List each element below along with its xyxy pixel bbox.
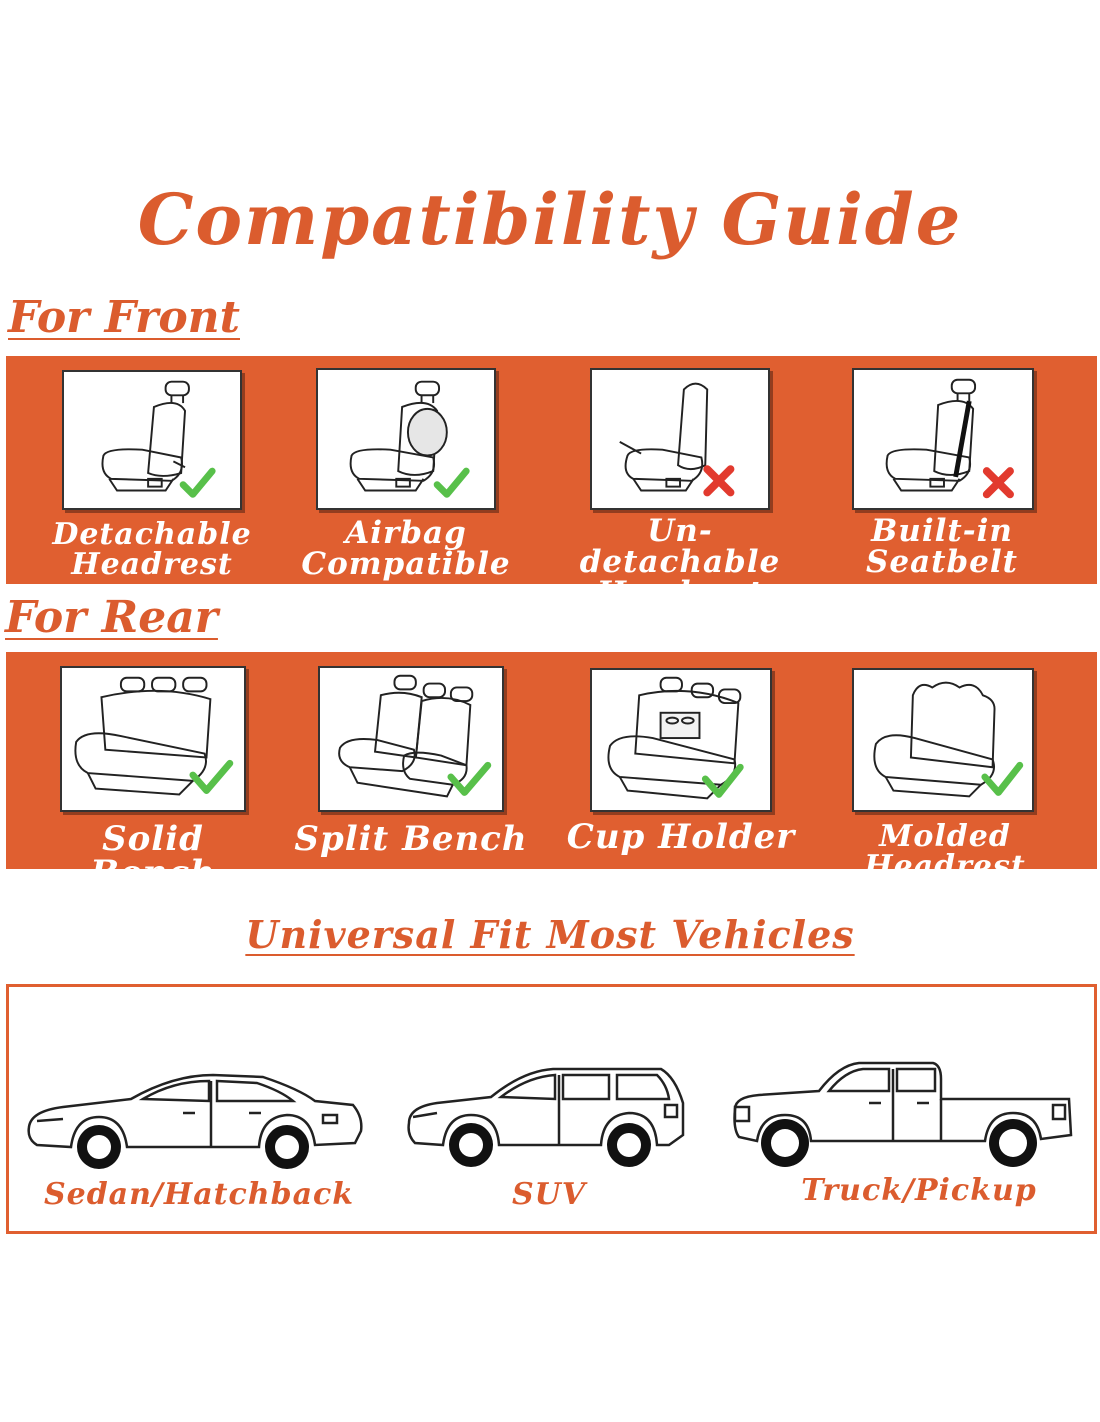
rear-label-split-bench: Split Bench [294, 819, 528, 859]
suv-label: SUV [511, 1177, 587, 1212]
rear-card-molded-headrest [852, 668, 1034, 812]
pickup-truck-icon [733, 1061, 1073, 1167]
check-icon [701, 763, 744, 798]
check-icon [179, 467, 216, 498]
front-section-heading: For Front [8, 292, 240, 343]
rear-seat-band: Solid Bench Split Bench [6, 652, 1097, 890]
split-bench-seat-icon [338, 674, 492, 798]
cross-icon [982, 467, 1014, 499]
solid-bench-seat-icon [74, 676, 234, 796]
cross-icon [703, 465, 735, 497]
check-icon [433, 467, 470, 498]
seat-with-built-in-seatbelt-icon [885, 378, 1014, 499]
universal-fit-heading: Universal Fit Most Vehicles [245, 912, 855, 957]
pickup-vehicle [729, 1059, 1079, 1173]
suv-car-icon [407, 1067, 685, 1167]
rear-label-solid-bench: Solid Bench [90, 819, 216, 893]
sedan-car-icon [27, 1073, 363, 1169]
front-card-built-in-seatbelt [852, 368, 1034, 510]
vehicle-types-box: Sedan/Hatchback SUV [6, 984, 1097, 1234]
seat-with-airbag-icon [349, 380, 470, 498]
rear-label-molded-headrest: Molded Headrest [864, 819, 1026, 884]
sedan-vehicle [23, 1069, 369, 1173]
front-card-undetachable-headrest [590, 368, 770, 510]
pickup-label: Truck/Pickup [801, 1173, 1037, 1208]
rear-card-split-bench [318, 666, 504, 812]
suv-vehicle [403, 1063, 689, 1173]
front-card-detachable-headrest [62, 370, 242, 510]
check-icon [981, 761, 1024, 796]
check-icon [189, 759, 234, 794]
front-card-airbag-compatible [316, 368, 496, 510]
rear-card-solid-bench [60, 666, 246, 812]
bench-with-cup-holder-icon [607, 676, 744, 800]
page-title: Compatibility Guide [137, 178, 963, 261]
sedan-label: Sedan/Hatchback [43, 1177, 355, 1212]
bench-with-molded-headrest-icon [873, 681, 1024, 798]
check-icon [447, 761, 492, 796]
seat-with-detachable-headrest-icon [101, 380, 216, 498]
rear-card-cup-holder [590, 668, 772, 812]
rear-label-cup-holder: Cup Holder [566, 817, 796, 857]
rear-section-heading: For Rear [5, 592, 218, 643]
seat-with-fixed-headrest-icon [619, 382, 735, 497]
